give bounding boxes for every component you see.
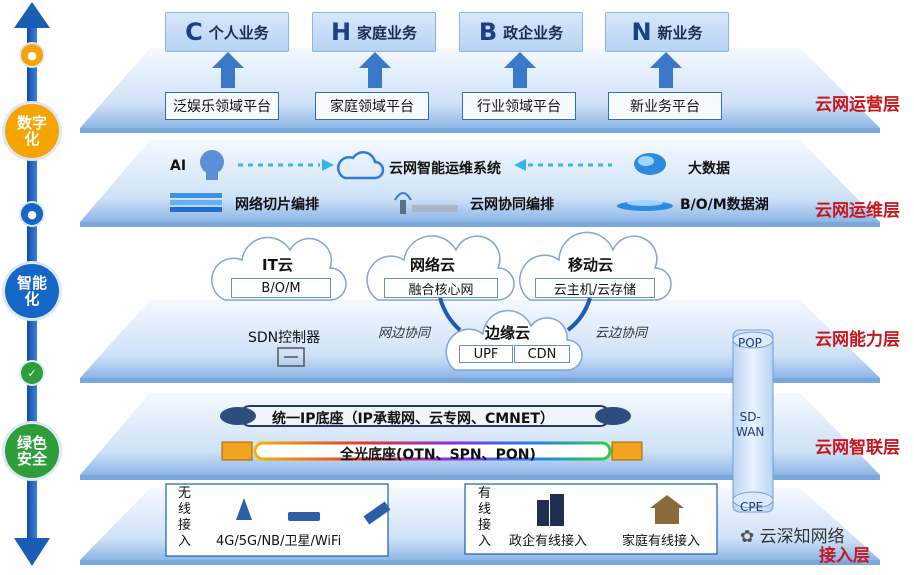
service-letter: B <box>478 18 498 46</box>
it-cloud-title: IT云 <box>262 256 293 274</box>
network-icon: ● <box>21 203 43 225</box>
om-system-label: 云网智能运维系统 <box>389 161 501 177</box>
service-c: C 个人业务 <box>165 12 289 52</box>
layer-label-om: 云网运维层 <box>815 201 900 221</box>
datalake-label: B/O/M数据湖 <box>680 197 769 213</box>
om-flow-arrow-left <box>514 159 526 171</box>
circle-intelligence: 智能化 <box>5 264 59 318</box>
om-flow-arrow-right <box>322 159 334 171</box>
edge-cloud-title: 边缘云 <box>485 324 531 342</box>
service-label: 新业务 <box>657 23 703 42</box>
service-letter: C <box>185 18 203 46</box>
optical-base-pipe <box>221 441 643 461</box>
up-arrows <box>212 52 682 88</box>
net-cloud-box: 融合核心网 <box>384 278 498 298</box>
watermark: ✿ 云深知网络 <box>740 522 845 547</box>
net-cloud-title: 网络云 <box>410 256 456 274</box>
home-wired-label: 家庭有线接入 <box>622 534 701 549</box>
ip-base-pipe <box>220 405 631 427</box>
edge-collab-arrows <box>438 297 592 332</box>
service-letter: N <box>631 18 652 46</box>
platform-industry: 行业领域平台 <box>462 92 576 120</box>
it-cloud-box: B/O/M <box>231 278 331 298</box>
circle-green-security: 绿色安全 <box>5 424 59 478</box>
layer-label-ops: 云网运营层 <box>815 95 900 115</box>
circle-label: 数字化 <box>16 114 47 148</box>
layer-label-capability: 云网能力层 <box>815 330 900 350</box>
access-boxes <box>165 483 718 557</box>
circle-digitalization: 数字化 <box>5 104 59 158</box>
satellite-icon <box>363 501 391 525</box>
service-label: 个人业务 <box>208 23 269 42</box>
wireless-title: 无 线 接 入 <box>178 486 192 549</box>
net-edge-label: 网边协同 <box>378 326 431 341</box>
wireless-types: 4G/5G/NB/卫星/WiFi <box>216 534 342 549</box>
network-slicing-icon <box>170 193 222 212</box>
shield-icon: ✓ <box>21 362 43 384</box>
cloud-edge-label: 云边协同 <box>595 326 648 341</box>
service-letter: H <box>330 18 352 46</box>
service-h: H 家庭业务 <box>312 12 436 52</box>
om-band <box>80 140 880 227</box>
router-icon <box>288 512 320 521</box>
cloud-system-icon <box>336 151 385 180</box>
platform-home: 家庭领域平台 <box>315 92 429 120</box>
sdwan-pillar <box>732 329 774 513</box>
ops-band <box>80 48 880 133</box>
layer-label-connect: 云网智联层 <box>815 438 900 458</box>
ip-base-label: 统一IP底座（IP承载网、云专网、CMNET） <box>272 411 554 427</box>
wechat-icon: ✿ <box>740 527 760 547</box>
service-b: B 政企业务 <box>459 12 583 52</box>
sdn-controller-label: SDN控制器 <box>248 330 321 346</box>
bigdata-label: 大数据 <box>688 161 730 177</box>
platform-entertainment: 泛娱乐领域平台 <box>165 92 279 120</box>
mobile-cloud-box: 云主机/云存储 <box>535 278 655 298</box>
building-icon <box>537 494 564 526</box>
slicing-label: 网络切片编排 <box>235 197 319 213</box>
home-icon <box>650 495 684 524</box>
service-n: N 新业务 <box>605 12 729 52</box>
datalake-icon <box>617 200 673 211</box>
collab-label: 云网协同编排 <box>470 197 554 213</box>
tower-icon <box>236 498 252 520</box>
platform-new-business: 新业务平台 <box>608 92 722 120</box>
sdwan-label: SD- WAN <box>736 410 765 439</box>
sdwan-cpe: CPE <box>740 500 764 514</box>
service-label: 政企业务 <box>503 23 564 42</box>
mobile-cloud-title: 移动云 <box>568 256 614 274</box>
collab-orchestration-icon <box>394 192 458 214</box>
bigdata-icon <box>634 153 666 175</box>
ai-label: AI <box>170 158 187 174</box>
sdwan-pop: POP <box>738 336 762 350</box>
enterprise-wired-label: 政企有线接入 <box>509 534 588 549</box>
optical-base-label: 全光底座(OTN、SPN、PON) <box>340 447 536 463</box>
layer-label-access: 接入层 <box>819 546 870 566</box>
wired-title: 有 线 接 入 <box>478 486 492 549</box>
edge-cdn-box: CDN <box>514 345 570 363</box>
circle-label: 绿色安全 <box>16 434 47 468</box>
watermark-text: 云深知网络 <box>759 527 845 547</box>
sdn-controller-icon <box>277 347 305 367</box>
circle-label: 智能化 <box>16 274 47 308</box>
edge-upf-box: UPF <box>459 345 513 363</box>
ai-head-icon <box>200 150 224 180</box>
service-label: 家庭业务 <box>357 23 418 42</box>
bulb-icon: ● <box>21 44 43 66</box>
